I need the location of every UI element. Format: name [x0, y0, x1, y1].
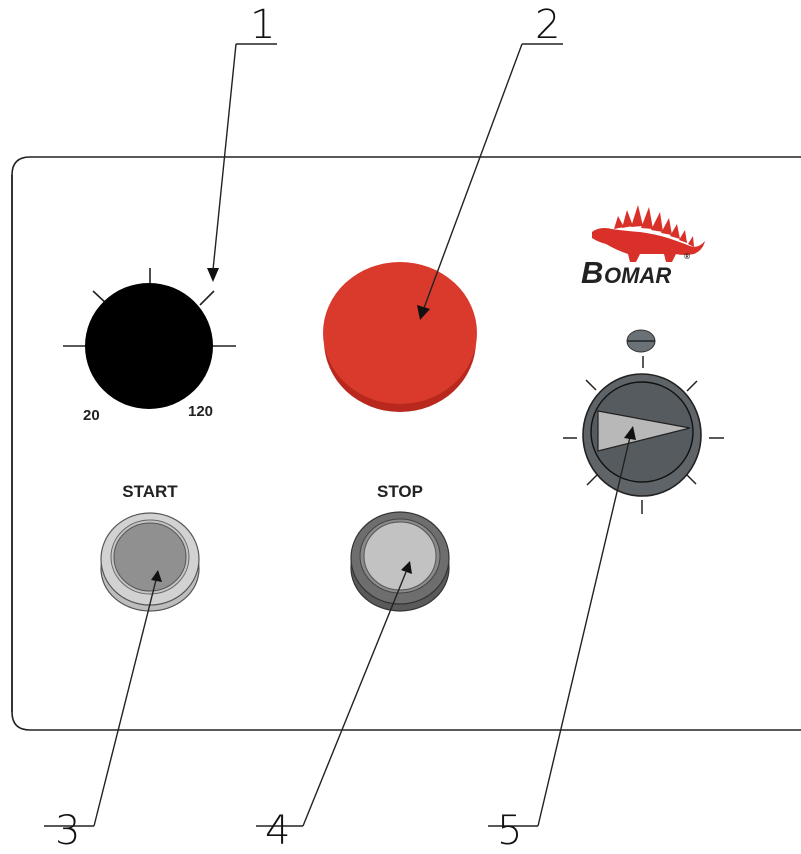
- callout-5-leader: [537, 436, 631, 827]
- callout-2-leader: [423, 43, 523, 309]
- callout-number-4: 4: [265, 808, 290, 854]
- stop-button-cap[interactable]: [363, 521, 437, 591]
- dial-max-label: 120: [188, 403, 213, 420]
- start-button-cap[interactable]: [113, 522, 187, 592]
- selector-switch[interactable]: [563, 329, 724, 514]
- logo-initial: B: [581, 255, 603, 290]
- speed-dial[interactable]: 20 120: [63, 268, 236, 424]
- callout-3-arrowhead: [151, 570, 162, 582]
- start-button[interactable]: [100, 512, 200, 612]
- callout-number-5: 5: [497, 808, 522, 854]
- callout-5: 5: [488, 426, 636, 854]
- dial-tick-upper-right: [199, 290, 215, 306]
- dial-min-label: 20: [83, 407, 100, 424]
- selector-pointer-icon[interactable]: [597, 410, 691, 452]
- callout-1-leader: [212, 43, 237, 271]
- switch-tick-lower-right: [685, 473, 697, 485]
- emergency-stop-cap[interactable]: [323, 262, 477, 404]
- callout-number-3: 3: [55, 808, 80, 854]
- callout-number-1: 1: [250, 2, 275, 48]
- stegosaurus-logo-icon: [592, 205, 705, 262]
- callout-3: 3: [44, 570, 162, 854]
- stop-button[interactable]: [350, 511, 450, 612]
- callout-4-arrowhead: [401, 561, 412, 574]
- logo-registered-mark: ®: [684, 252, 690, 261]
- callout-number-2: 2: [535, 2, 560, 48]
- switch-tick-lower-left: [586, 474, 598, 486]
- start-label: START: [122, 482, 178, 501]
- callout-2-arrowhead: [417, 305, 430, 320]
- switch-tick-upper-left: [585, 379, 597, 391]
- bomar-logo: B OMAR ®: [581, 205, 705, 290]
- callout-3-leader: [93, 579, 157, 827]
- stop-label: STOP: [377, 482, 423, 501]
- switch-tick-upper-right: [686, 380, 698, 392]
- callout-2: 2: [417, 2, 563, 320]
- callout-4: 4: [256, 561, 412, 854]
- callout-1-arrowhead: [207, 268, 219, 282]
- callout-5-arrowhead: [624, 426, 636, 440]
- emergency-stop-button[interactable]: [323, 262, 477, 412]
- callout-4-leader: [302, 571, 407, 827]
- logo-rest: OMAR: [604, 263, 671, 288]
- callout-1: 1: [207, 2, 277, 282]
- dial-knob[interactable]: [85, 283, 213, 409]
